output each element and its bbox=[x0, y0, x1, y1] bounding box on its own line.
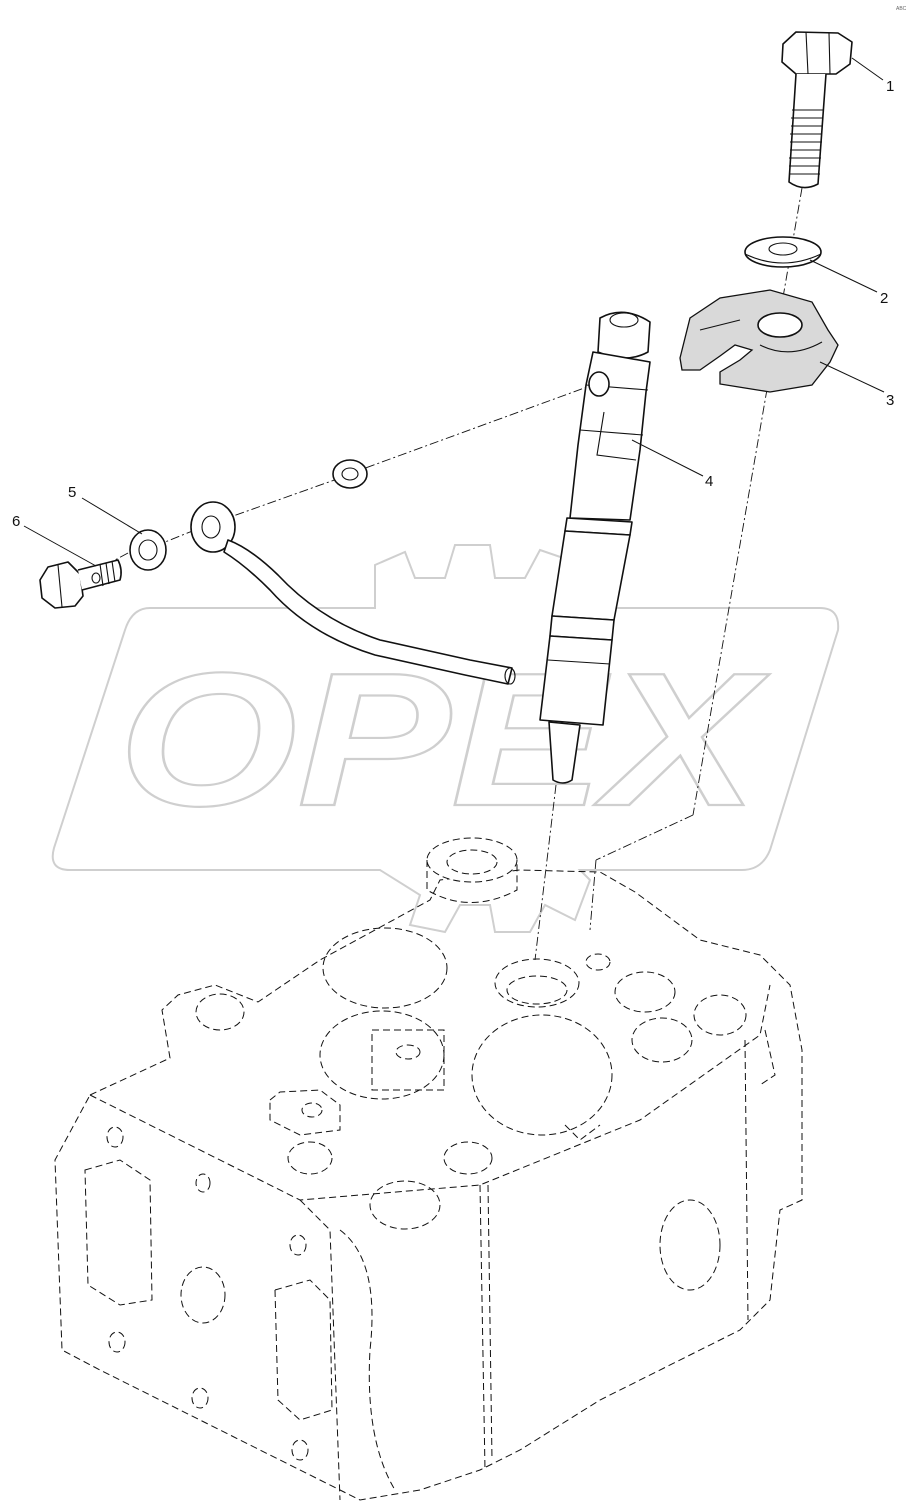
callout-4: 4 bbox=[705, 473, 713, 490]
fuel-leak-off-line bbox=[190, 459, 516, 685]
part-2-washer bbox=[744, 236, 822, 268]
callout-2: 2 bbox=[880, 290, 888, 307]
part-5-sealing-washer bbox=[129, 529, 167, 571]
cylinder-head bbox=[54, 837, 803, 1501]
part-4-injector bbox=[539, 311, 651, 784]
reference-code: ABC bbox=[896, 6, 907, 12]
part-1-bolt bbox=[781, 31, 853, 189]
part-6-banjo-bolt bbox=[39, 559, 122, 609]
callout-6: 6 bbox=[12, 513, 20, 530]
callout-5: 5 bbox=[68, 484, 76, 501]
callout-1: 1 bbox=[886, 78, 894, 95]
assembly-lines bbox=[114, 187, 803, 961]
callouts: 1 2 3 4 5 6 bbox=[12, 57, 894, 567]
callout-3: 3 bbox=[886, 392, 894, 409]
part-3-clamp bbox=[679, 289, 839, 393]
